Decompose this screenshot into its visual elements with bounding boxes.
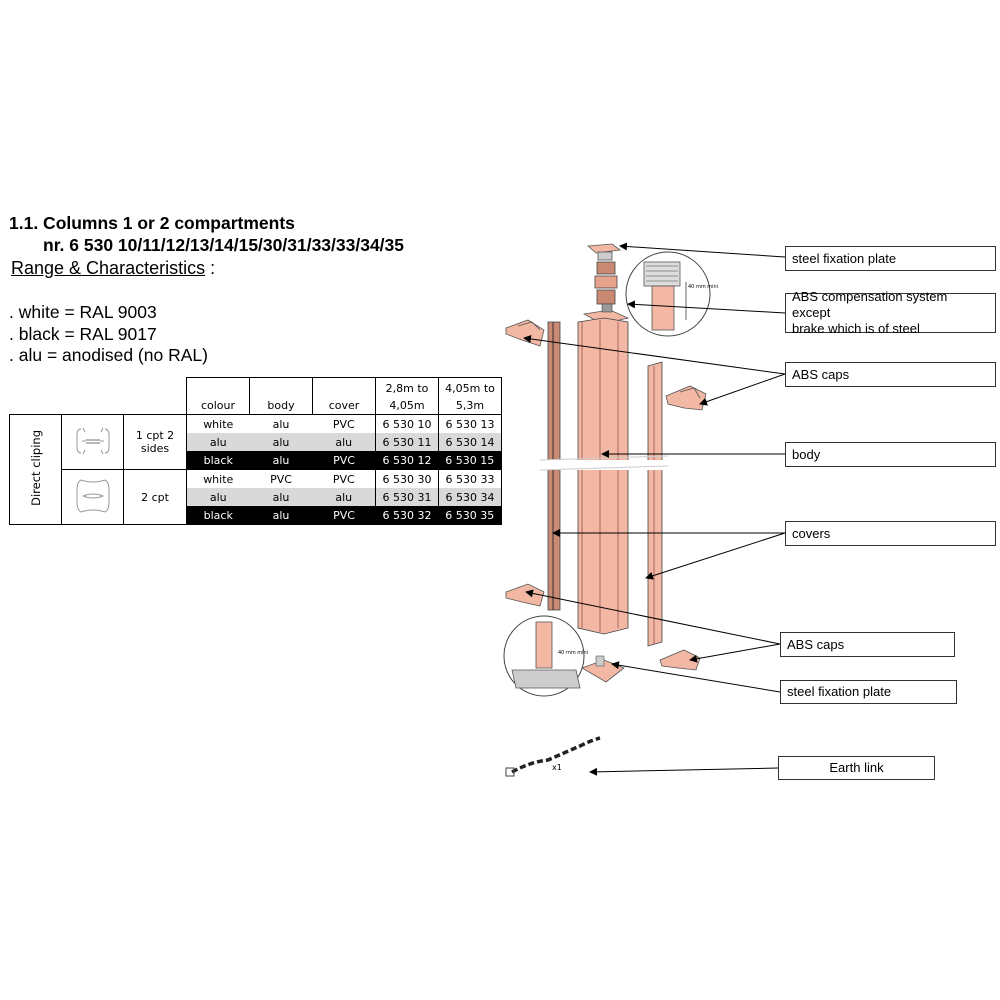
colour-black-def: . black = RAL 9017: [9, 323, 157, 344]
break-band: [540, 460, 668, 470]
label-abs-caps-bottom: ABS caps: [780, 632, 955, 657]
cell-colour: white: [186, 414, 250, 433]
label-abs-caps-top: ABS caps: [785, 362, 996, 387]
profile-1cpt-icon: [76, 427, 109, 454]
cell-body: alu: [249, 414, 313, 433]
table-row: black alu PVC 6 530 12 6 530 15: [10, 451, 502, 470]
header-length-1-a: 2,8m to: [385, 382, 429, 395]
table-row: alu alu alu 6 530 31 6 530 34: [10, 488, 502, 506]
cell-body: alu: [249, 451, 313, 470]
cell-body: alu: [249, 488, 313, 506]
cell-ref-long: 6 530 14: [438, 433, 502, 451]
cell-colour: white: [203, 472, 234, 486]
heading-title: 1.1. Columns 1 or 2 compartments: [9, 213, 295, 233]
heading-references: nr. 6 530 10/11/12/13/14/15/30/31/33/33/…: [43, 235, 405, 255]
profile-2cpt-cell: [61, 469, 124, 525]
cell-ref-short: 6 530 31: [375, 488, 439, 506]
section-heading: 1.1. Columns 1 or 2 compartments nr. 6 5…: [9, 212, 404, 256]
header-length-1: 2,8m to 4,05m: [375, 377, 439, 415]
earth-link-quantity: x1: [552, 763, 562, 772]
cell-ref-long: 6 530 33: [438, 469, 502, 488]
cell-ref-short: 6 530 32: [375, 506, 439, 525]
sub-label-1cpt-a: 1 cpt 2: [135, 429, 175, 442]
header-body: body: [249, 377, 313, 415]
cell-colour: black: [186, 506, 250, 525]
table-header-row: colour body cover 2,8m to 4,05m 4,05m to 5…: [10, 377, 502, 415]
table-row: alu alu alu 6 530 11 6 530 14: [10, 433, 502, 451]
label-earth-link: Earth link: [778, 756, 935, 780]
profile-1cpt-cell: [61, 414, 124, 470]
header-length-1-b: 4,05m: [389, 399, 425, 412]
top-detail-circle: 40 mm mini: [625, 251, 718, 337]
leader-lines: [523, 242, 786, 776]
exploded-column-diagram: 40 mm mini 40 mm mini: [503, 242, 786, 777]
table-row: black alu PVC 6 530 32 6 530 35: [10, 506, 502, 525]
cell-cover: PVC: [312, 506, 376, 525]
cell-body: alu: [249, 433, 313, 451]
header-length-2-a: 4,05m to: [445, 382, 495, 395]
colour-definitions: . white = RAL 9003 . black = RAL 9017 . …: [9, 302, 208, 367]
header-cover: cover: [312, 377, 376, 415]
right-cover: [647, 361, 663, 647]
group-label: Direct cliping: [28, 430, 43, 506]
cell-cover: PVC: [312, 414, 376, 433]
cell-ref-long: 6 530 13: [438, 414, 502, 433]
label-body: body: [785, 442, 996, 467]
header-length-2-b: 5,3m: [455, 399, 485, 412]
top-fixation-plate: [587, 243, 622, 261]
label-steel-fixation-plate-top: steel fixation plate: [785, 246, 996, 271]
detail-bottom-text: 40 mm mini: [558, 650, 588, 656]
sub-label-1cpt-b: sides: [140, 442, 170, 455]
colour-alu-def: . alu = anodised (no RAL): [9, 345, 208, 365]
cell-colour: alu: [186, 433, 250, 451]
range-characteristics: Range & Characteristics :: [11, 258, 215, 279]
cell-cover: alu: [312, 488, 376, 506]
cell-ref-long: 6 530 34: [438, 488, 502, 506]
cell-colour: black: [186, 451, 250, 470]
profile-2cpt-icon: [76, 479, 109, 512]
abs-cap-top-right: [665, 385, 707, 411]
bottom-fixation-plate: [581, 655, 625, 683]
cell-ref-short: 6 530 30: [375, 469, 439, 488]
sub-label-2cpt: 2 cpt: [123, 469, 187, 525]
label-steel-fixation-plate-bottom: steel fixation plate: [780, 680, 957, 704]
cell-body: alu: [249, 506, 313, 525]
range-suffix: :: [205, 258, 216, 278]
table-row: 2 cpt white PVC PVC 6 530 30 6 530 33: [10, 469, 502, 525]
abs-cap-top-left: [505, 319, 545, 347]
label-covers: covers: [785, 521, 996, 546]
bottom-detail-circle: 40 mm mini: [503, 615, 588, 697]
detail-top-text: 40 mm mini: [688, 284, 718, 290]
group-label-cell: Direct cliping: [9, 414, 62, 525]
cell-ref-short: 6 530 11: [375, 433, 439, 451]
colour-white-def: . white = RAL 9003: [9, 302, 157, 322]
header-length-2: 4,05m to 5,3m: [438, 377, 502, 415]
cell-ref-long: 6 530 15: [438, 451, 502, 470]
cell-cover: PVC: [332, 472, 355, 486]
cell-ref-long: 6 530 35: [438, 506, 502, 525]
reference-table: colour body cover 2,8m to 4,05m 4,05m to 5…: [9, 377, 502, 525]
cell-colour: alu: [186, 488, 250, 506]
earth-link-cable: x1: [505, 736, 601, 777]
range-title: Range & Characteristics: [11, 258, 206, 278]
header-colour: colour: [186, 377, 250, 415]
cell-ref-short: 6 530 10: [375, 414, 439, 433]
cell-cover: PVC: [312, 451, 376, 470]
cell-cover: alu: [312, 433, 376, 451]
cell-body: PVC: [270, 472, 292, 486]
label-abs-compensation: ABS compensation system except brake whi…: [785, 289, 996, 336]
abs-cap-bottom-left: [505, 583, 545, 607]
column-body: [577, 317, 629, 635]
abs-cap-bottom-right: [659, 649, 701, 671]
cell-ref-short: 6 530 12: [375, 451, 439, 470]
label-abs-compensation-line1: ABS compensation system except: [792, 289, 948, 320]
label-abs-compensation-line2: brake which is of steel: [792, 321, 920, 336]
compensation-system: [582, 261, 630, 325]
